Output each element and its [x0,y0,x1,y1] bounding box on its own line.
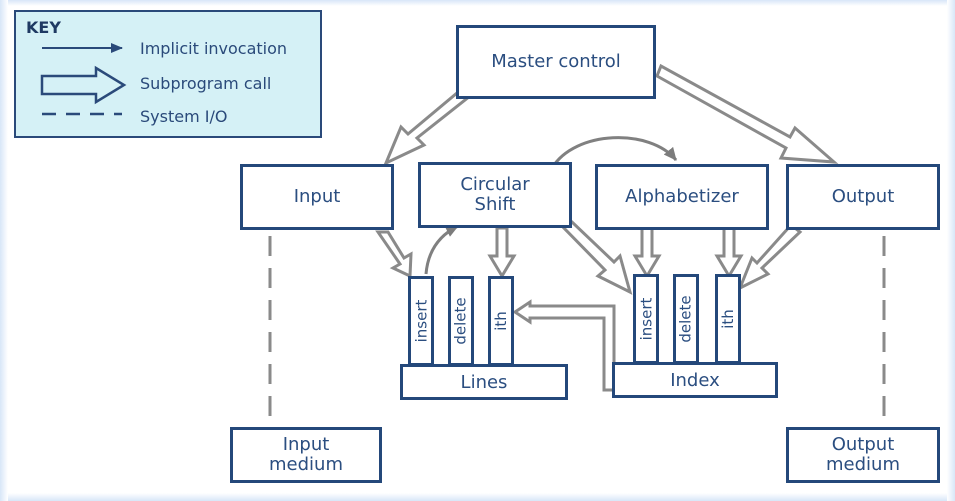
output-medium: Output medium [786,427,940,483]
input-medium: Input medium [230,427,382,483]
arrow-circular-shift-to-lines-ith [487,226,517,279]
module-master-control: Master control [456,25,656,99]
input-medium-label-line2: medium [269,454,343,475]
datastore-index-label: Index [670,370,720,391]
module-input-label: Input [293,186,341,207]
arrow-alphabetizer-to-index-ith [714,224,744,279]
lines-op-ith: ith [488,276,514,366]
module-alphabetizer: Alphabetizer [595,164,769,230]
module-master-control-label: Master control [491,51,621,72]
module-alphabetizer-label: Alphabetizer [625,186,739,207]
module-output-label: Output [831,186,895,207]
index-op-ith: ith [715,274,741,364]
datastore-lines-label: Lines [460,372,508,393]
legend-system-io-label: System I/O [140,107,228,126]
lines-op-delete: delete [448,276,474,366]
arrow-index-to-lines-ith [512,299,616,392]
legend-hollow-arrow-icon [40,65,127,105]
module-output: Output [786,164,940,230]
arrow-master-to-output [655,63,839,164]
legend-key: KEY Implicit invocation Subprogram call … [14,10,322,138]
output-medium-label-line1: Output [831,434,895,455]
datastore-lines: Lines [400,364,568,400]
module-circular-shift: Circular Shift [418,162,572,228]
lines-op-insert: insert [408,276,434,366]
arrow-circular-shift-to-alphabetizer [550,136,678,169]
lines-op-ith-label: ith [492,311,510,331]
index-op-delete: delete [673,274,699,364]
datastore-index: Index [612,362,778,398]
legend-title: KEY [26,18,61,37]
module-input: Input [240,164,394,230]
arrow-circular-shift-to-index-insert [559,220,633,295]
output-medium-label-line2: medium [826,454,900,475]
arrow-master-to-input [383,85,473,167]
index-op-insert: insert [633,274,659,364]
index-op-delete-label: delete [677,295,696,343]
index-op-ith-label: ith [719,309,737,329]
legend-implicit-invocation-label: Implicit invocation [140,39,288,58]
frame-left [0,0,8,501]
lines-op-delete-label: delete [452,297,471,345]
index-op-insert-label: insert [637,297,655,341]
module-circular-shift-label-line1: Circular [460,174,530,195]
arrow-output-to-index-ith [737,222,803,292]
arrow-alphabetizer-to-index-insert [632,224,662,279]
lines-op-insert-label: insert [412,299,430,343]
frame-top [0,0,955,6]
legend-subprogram-call-label: Subprogram call [140,74,272,93]
input-medium-label-line1: Input [282,434,330,455]
arrow-input-to-lines-insert [375,230,413,279]
frame-bottom [0,493,955,501]
frame-right [947,0,955,501]
module-circular-shift-label-line2: Shift [474,194,516,215]
arrow-lines-insert-to-circular-shift [424,224,459,275]
